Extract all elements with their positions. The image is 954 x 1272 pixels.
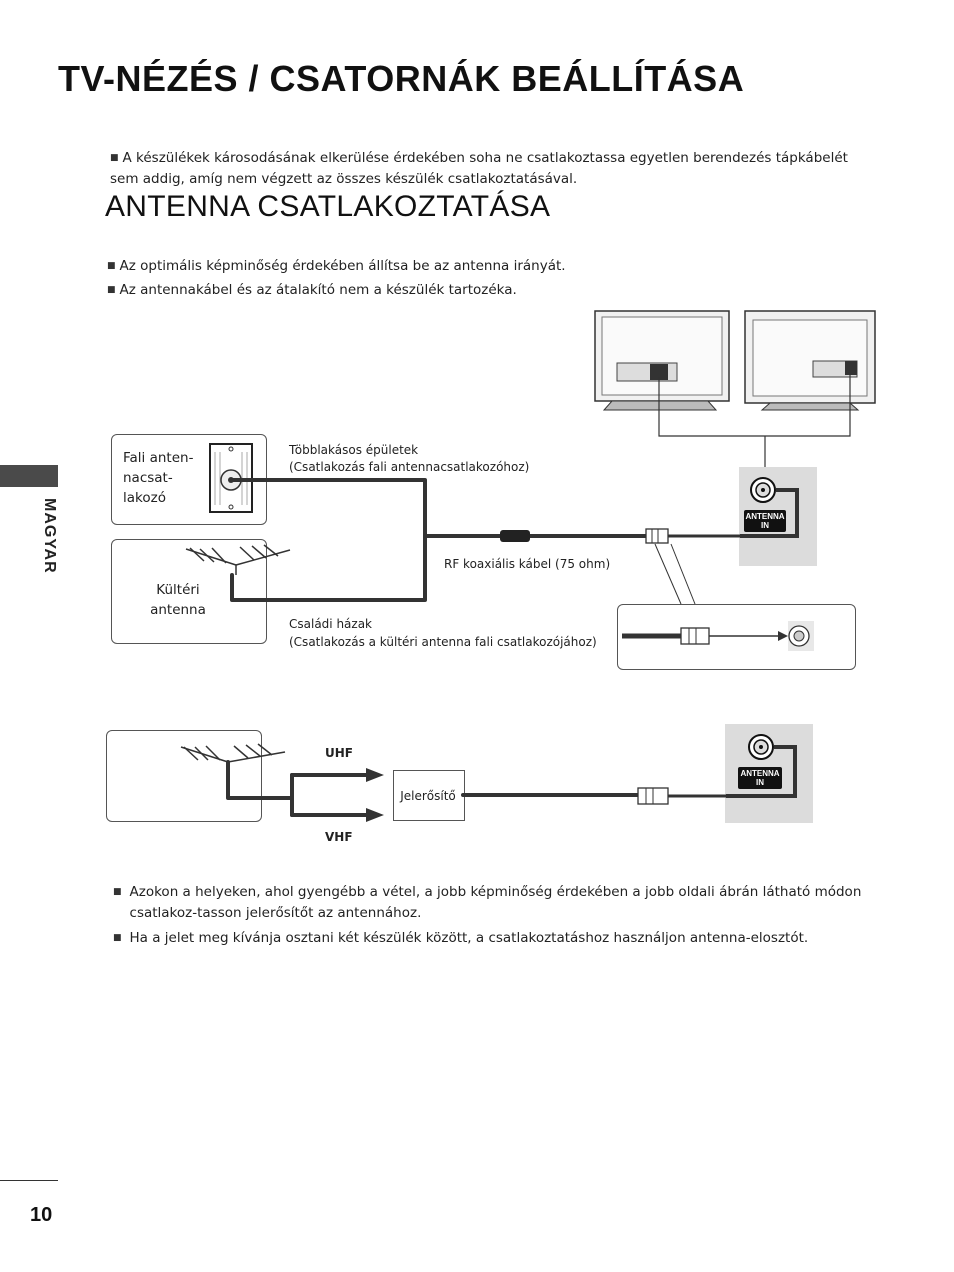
page-number: 10: [30, 1204, 53, 1226]
tv-back-icon: [744, 310, 876, 411]
section-note-text: Az antennakábel és az átalakító nem a ké…: [119, 282, 517, 298]
bullet-icon: ■: [107, 261, 116, 271]
family-house-sub: (Csatlakozás a kültéri antenna fali csat…: [289, 635, 597, 649]
language-label: MAGYAR: [41, 498, 58, 574]
outdoor-antenna-label: Kültéri antenna: [150, 582, 206, 618]
connection-diagram-2: [180, 734, 797, 822]
section-title: ANTENNA CSATLAKOZTATÁSA: [105, 190, 551, 223]
section-note-2: ■Az antennakábel és az átalakító nem a k…: [107, 280, 707, 301]
multi-building-sub: (Csatlakozás fali antennacsatlakozóhoz): [289, 460, 530, 474]
bottom-note-1: ■ Azokon a helyeken, ahol gyengébb a vét…: [113, 882, 873, 924]
antenna-icon: [180, 743, 286, 763]
cable-label: RF koaxiális kábel (75 ohm): [444, 557, 611, 571]
bullet-icon: ■: [107, 285, 116, 295]
bullet-icon: ■: [110, 153, 119, 163]
amplifier-label: Jelerősítő: [400, 789, 456, 803]
coax-plug-icon: [645, 528, 740, 544]
section-note-1: ■Az optimális képminőség érdekében állít…: [107, 256, 707, 277]
arrow-right-icon: [366, 768, 384, 822]
intro-note: ■A készülékek károsodásának elkerülése é…: [110, 148, 870, 190]
bottom-note-text: Ha a jelet meg kívánja osztani két készü…: [129, 930, 809, 946]
amplifier-box: [393, 770, 465, 821]
vhf-label: VHF: [325, 830, 353, 844]
bottom-note-2: ■ Ha a jelet meg kívánja osztani két kés…: [113, 928, 873, 949]
bottom-note-text: Azokon a helyeken, ahol gyengébb a vétel…: [129, 884, 862, 921]
language-tab: [0, 465, 58, 487]
coax-plug-icon: [637, 787, 726, 805]
uhf-label: UHF: [325, 746, 353, 760]
bullet-icon: ■: [113, 933, 122, 943]
intro-note-text: A készülékek károsodásának elkerülése ér…: [110, 150, 848, 187]
antenna-box-2: [106, 730, 262, 822]
connection-diagram-1: [185, 310, 876, 651]
bullet-icon: ■: [113, 887, 122, 897]
tv-back-icon: [594, 310, 730, 411]
family-house-title: Családi házak: [289, 617, 372, 631]
footer-rule: [0, 1180, 58, 1181]
multi-building-title: Többlakásos épületek: [289, 443, 419, 457]
antenna-in-badge-2: ANTENNA IN: [738, 767, 782, 789]
antenna-in-badge: ANTENNA IN: [744, 510, 786, 532]
section-note-text: Az optimális képminőség érdekében állíts…: [119, 258, 566, 274]
antenna-icon: [185, 544, 291, 575]
wall-socket-label: Fali anten- nacsat- lakozó: [123, 450, 194, 506]
outdoor-antenna-box: [111, 539, 267, 644]
page-title: TV-NÉZÉS / CSATORNÁK BEÁLLÍTÁSA: [58, 58, 745, 99]
